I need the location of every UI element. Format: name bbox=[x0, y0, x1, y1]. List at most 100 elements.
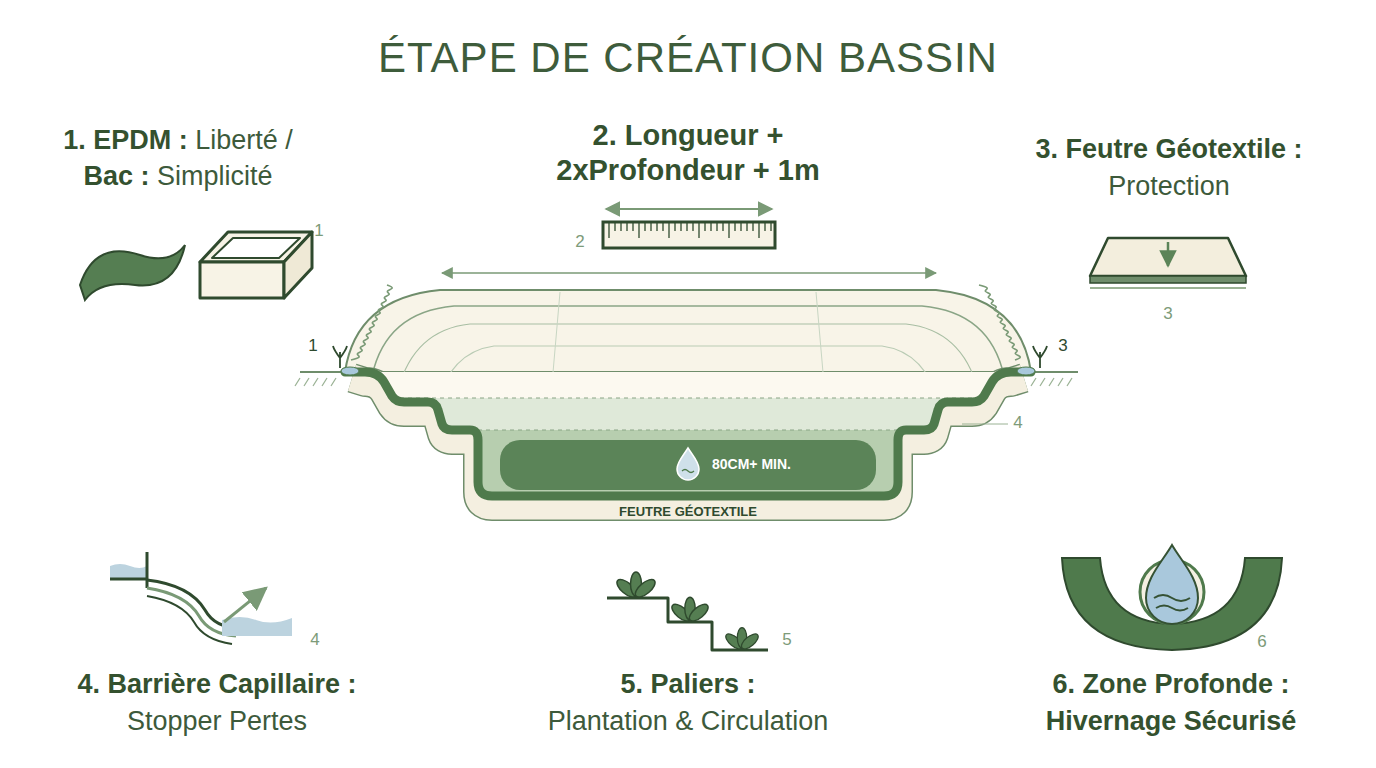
text-line: 4 bbox=[1013, 413, 1022, 433]
capillary-icon bbox=[147, 596, 232, 644]
step-heading: 5. Paliers : bbox=[620, 669, 755, 699]
ruler-ticks bbox=[758, 222, 759, 238]
ruler-ticks bbox=[734, 222, 735, 231]
liner-wave bbox=[351, 285, 1020, 360]
diagram-title: ÉTAPE DE CRÉATION BASSIN bbox=[378, 34, 998, 82]
ruler-icon bbox=[603, 222, 775, 248]
pond-section bbox=[372, 306, 1004, 376]
ruler-ticks bbox=[764, 222, 765, 231]
felt-icon bbox=[1090, 238, 1246, 288]
ruler-ticks bbox=[740, 222, 741, 231]
ruler-ticks bbox=[716, 222, 717, 231]
text-line: Stopper Pertes bbox=[127, 705, 307, 737]
capillary-icon bbox=[110, 578, 147, 581]
text-line: 3 bbox=[1163, 304, 1172, 324]
step-heading: 4. Barrière Capillaire : bbox=[77, 669, 356, 699]
text-line: 6. Zone Profonde : bbox=[1052, 668, 1289, 700]
callout-number: 2 bbox=[575, 232, 584, 251]
liner-icon bbox=[200, 262, 284, 298]
text-line: 6 bbox=[1257, 632, 1266, 652]
ruler-ticks bbox=[746, 222, 747, 231]
pond-section bbox=[295, 273, 1078, 510]
ruler-ticks bbox=[614, 222, 615, 231]
ground-hatch bbox=[1058, 378, 1063, 386]
plant-symbol bbox=[614, 572, 761, 652]
ruler-ticks bbox=[770, 222, 771, 231]
plant-symbol bbox=[614, 572, 658, 600]
pond-section bbox=[1017, 367, 1035, 375]
capillary-icon bbox=[110, 564, 147, 578]
ruler-ticks bbox=[722, 222, 723, 231]
ground-hatch bbox=[304, 378, 309, 386]
callout-number: 1 bbox=[308, 336, 317, 355]
text-line: FEUTRE GÉOTEXTILE bbox=[619, 504, 757, 520]
step-text: Simplicité bbox=[157, 161, 273, 191]
ruler-ticks bbox=[638, 222, 639, 238]
ground-hatch bbox=[313, 378, 318, 386]
ruler-ticks bbox=[620, 222, 621, 231]
liner-wave bbox=[351, 285, 392, 360]
ruler-ticks bbox=[686, 222, 687, 231]
depth-label: 80CM+ MIN. bbox=[712, 456, 791, 472]
step-heading: 1. EPDM : bbox=[63, 125, 188, 155]
capillary-icon bbox=[146, 552, 149, 588]
ruler-ticks bbox=[704, 222, 705, 231]
liner-wave bbox=[979, 285, 1020, 360]
ruler-ticks bbox=[609, 222, 771, 238]
plant-symbol bbox=[333, 346, 347, 368]
felt-icon bbox=[1090, 276, 1246, 283]
ground-hatch bbox=[331, 378, 336, 386]
ruler-ticks bbox=[692, 222, 693, 231]
plant-symbol bbox=[669, 597, 711, 624]
ruler-ticks bbox=[644, 222, 645, 231]
step-text: Hivernage Sécurisé bbox=[1046, 706, 1297, 736]
capillary-icon bbox=[224, 588, 266, 622]
ruler-ticks bbox=[680, 222, 681, 231]
callout-number: 1 bbox=[314, 221, 323, 240]
text-line: 1 bbox=[314, 221, 323, 241]
pond-water bbox=[500, 440, 876, 490]
text-line: Bac : Simplicité bbox=[83, 160, 272, 192]
text-line: 5 bbox=[782, 630, 791, 650]
pond-section bbox=[478, 430, 898, 431]
step-heading: 6. Zone Profonde : bbox=[1052, 669, 1289, 699]
callout-number: 6 bbox=[1257, 632, 1266, 651]
pond-section bbox=[1030, 371, 1078, 373]
text-line: 4. Barrière Capillaire : bbox=[77, 668, 356, 700]
felt-icon bbox=[1090, 238, 1246, 276]
text-line: 1 bbox=[308, 336, 317, 356]
text-line: 2. Longueur + 2xProfondeur + 1m bbox=[523, 118, 853, 188]
callout-number: 4 bbox=[310, 630, 319, 649]
liner-icon bbox=[284, 232, 312, 298]
liner-icon bbox=[80, 245, 185, 300]
ruler-ticks bbox=[650, 222, 651, 231]
text-line: 4 bbox=[310, 630, 319, 650]
step-text: Liberté / bbox=[195, 125, 293, 155]
plant-symbol bbox=[333, 346, 1047, 368]
felt-icon bbox=[1167, 242, 1170, 266]
plant-symbol bbox=[739, 631, 761, 651]
text-line: 3. Feutre Géotextile : bbox=[1035, 133, 1302, 165]
text-line: Protection bbox=[1108, 170, 1230, 202]
liner-icon bbox=[212, 238, 300, 258]
pond-section bbox=[345, 372, 1031, 496]
step-heading: Bac : bbox=[83, 161, 149, 191]
step-text: Protection bbox=[1108, 171, 1230, 201]
ruler-ticks bbox=[608, 222, 609, 238]
deep-zone-icon bbox=[1062, 545, 1282, 650]
ruler-ticks bbox=[752, 222, 753, 231]
deep-zone-icon bbox=[1156, 606, 1188, 611]
pond-section bbox=[442, 272, 936, 274]
callout-number: 4 bbox=[1013, 413, 1022, 432]
text-line: Hivernage Sécurisé bbox=[1046, 705, 1297, 737]
ruler-ticks bbox=[728, 222, 729, 238]
ground-hatch bbox=[1049, 378, 1054, 386]
text-line: 2 bbox=[575, 232, 584, 252]
ground-hatch bbox=[1067, 378, 1072, 386]
ruler-ticks bbox=[668, 222, 669, 238]
text-line: 3 bbox=[1058, 336, 1067, 356]
ruler-ticks bbox=[656, 222, 657, 231]
pond-section bbox=[300, 371, 346, 373]
plant-symbol bbox=[723, 628, 760, 652]
shelves-icon bbox=[607, 572, 768, 652]
